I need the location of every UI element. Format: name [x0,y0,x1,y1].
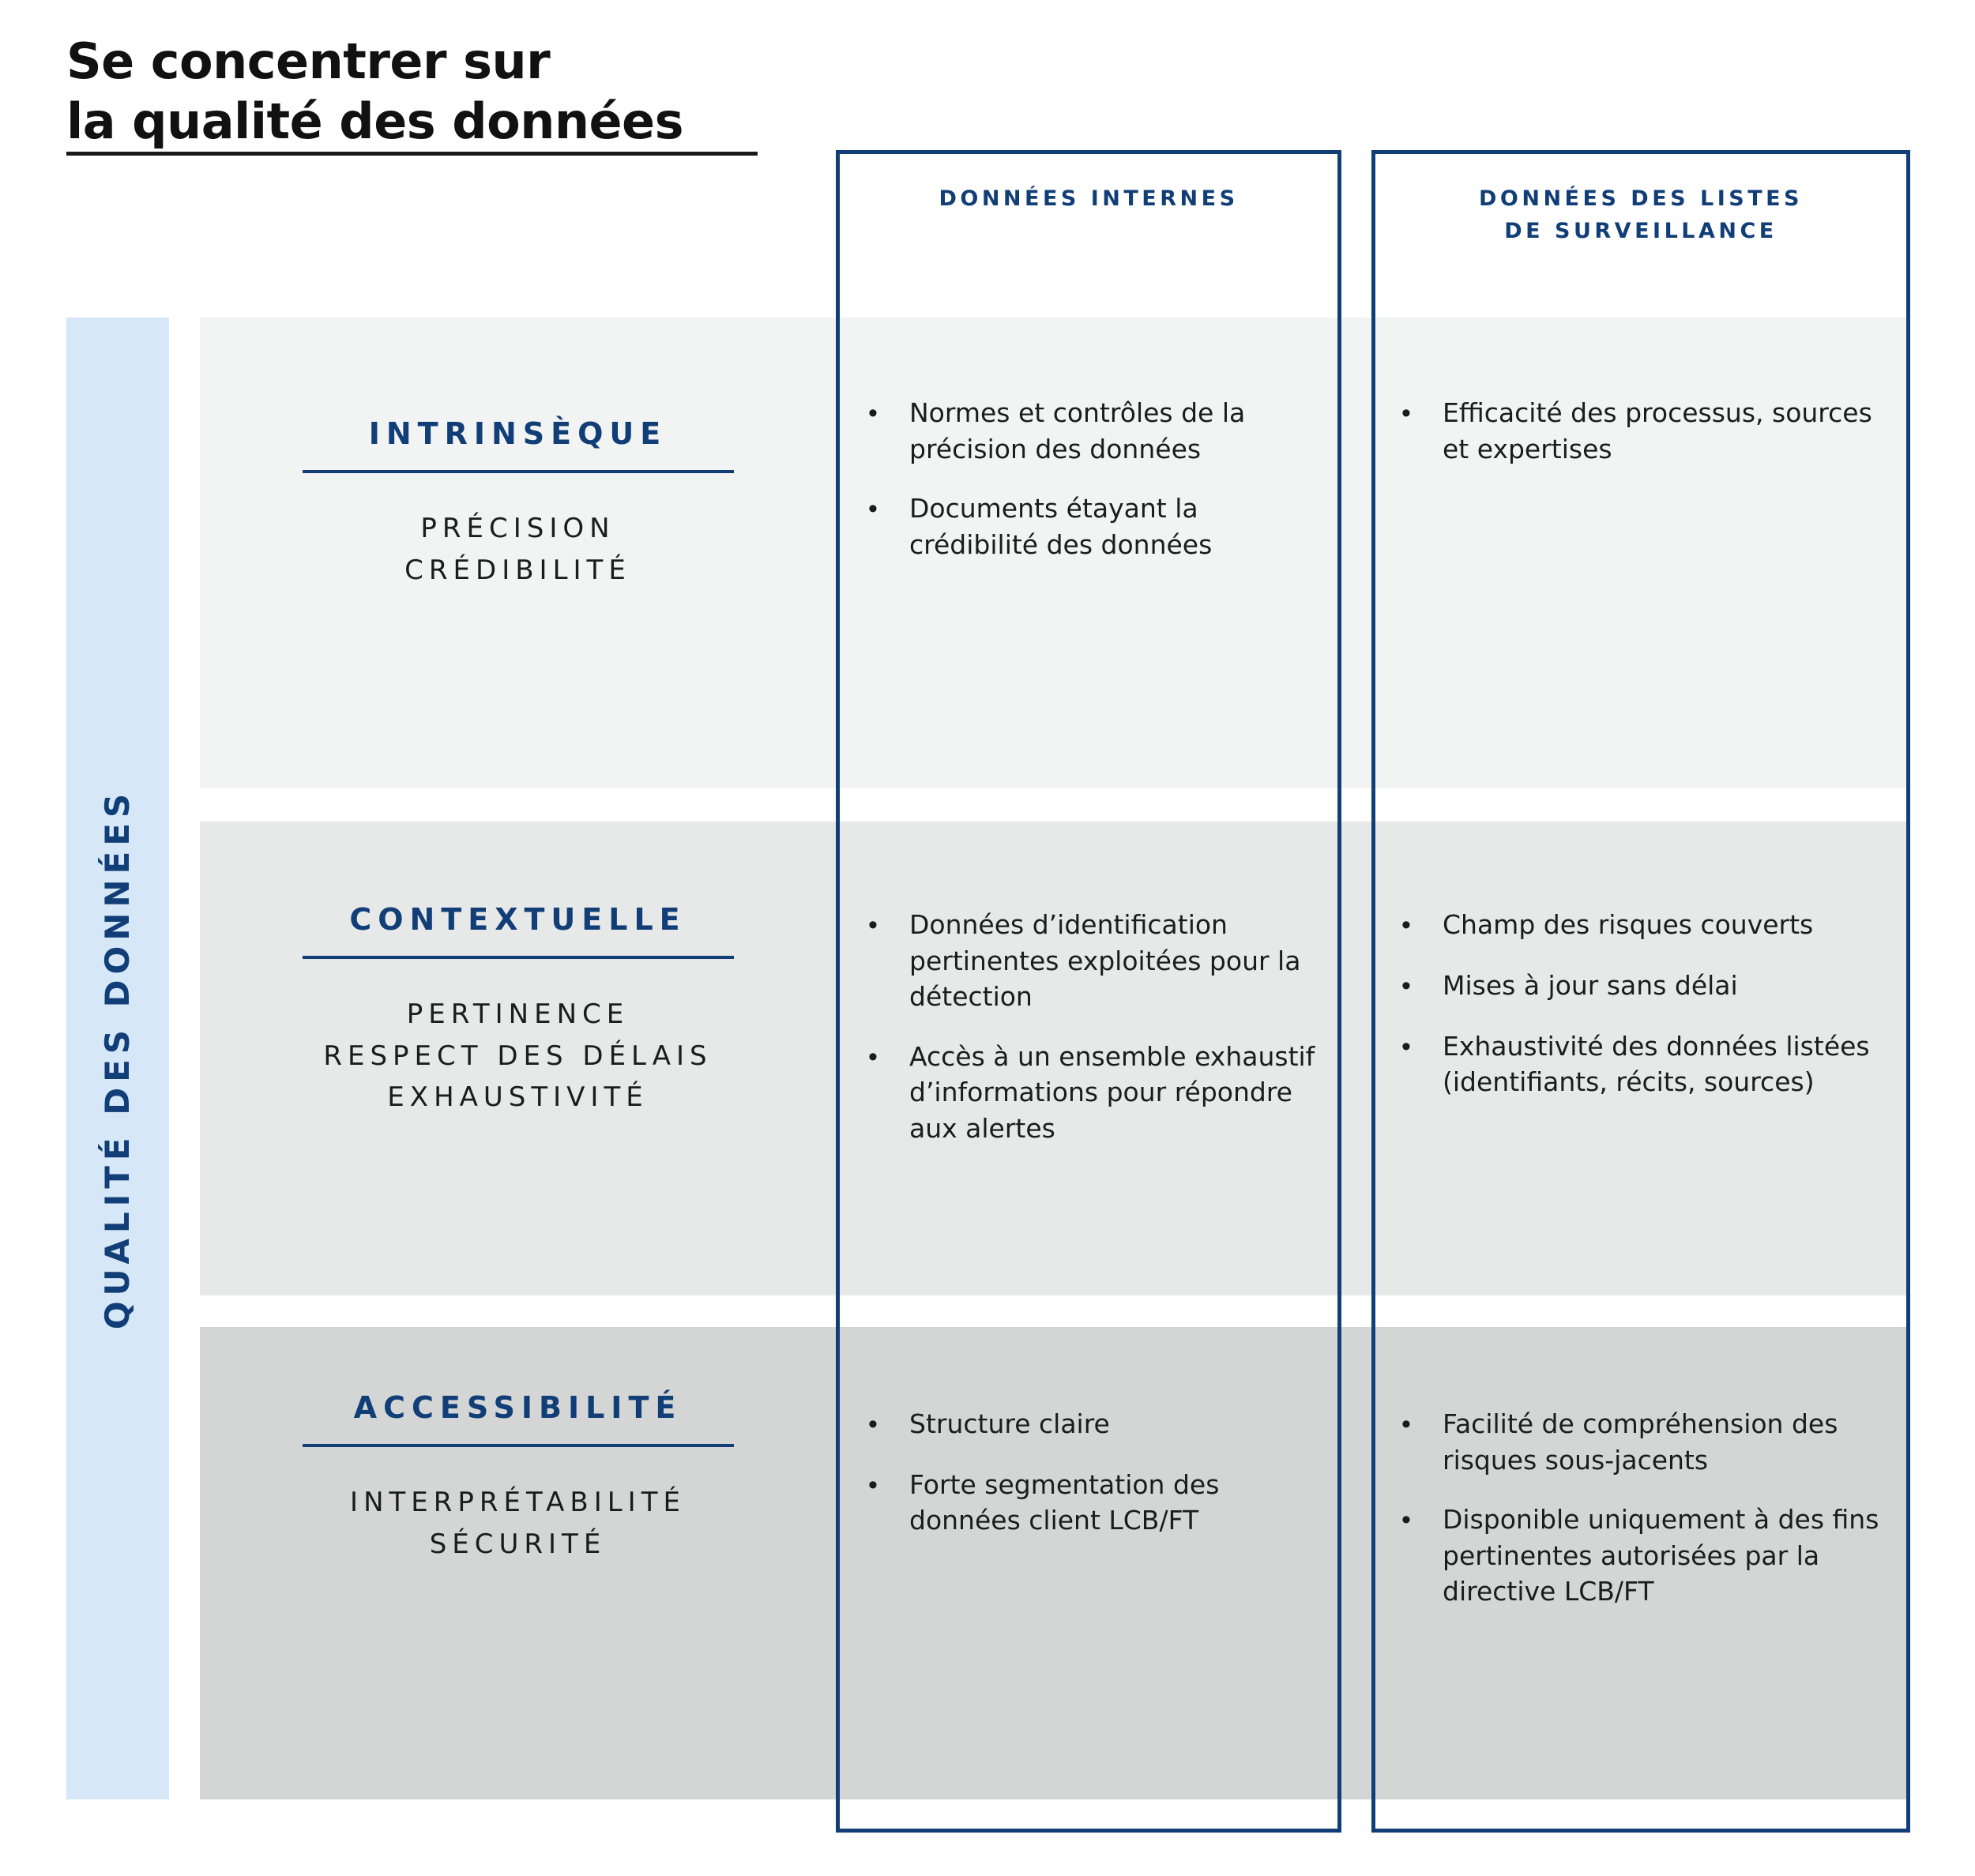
bullet-dot-icon: • [868,494,878,524]
dimension-cell-intrinseque: INTRINSÈQUE PRÉCISION CRÉDIBILITÉ [200,318,836,591]
dimension-attribute: SÉCURITÉ [429,1528,607,1560]
dimension-underline-contextuelle [302,956,734,959]
bullet-list-watchlist-intrinseque: • Efficacité des processus, sources et e… [1398,395,1888,467]
row-band-accessibilite [200,1327,1906,1799]
bullet-list-internal-contextuelle: • Données d’identification pertinentes e… [865,907,1323,1146]
dimension-attributes-contextuelle: PERTINENCE RESPECT DES DÉLAIS EXHAUSTIVI… [200,994,836,1118]
dimension-underline-accessibilite [302,1444,734,1447]
bullet-dot-icon: • [1401,1505,1411,1536]
list-item-text: Facilité de compréhension des risques so… [1443,1408,1838,1476]
bullet-dot-icon: • [1401,398,1411,428]
dimension-name-intrinseque: INTRINSÈQUE [368,416,668,451]
bullet-dot-icon: • [868,398,878,428]
list-item: • Forte segmentation des données client … [865,1467,1323,1539]
bullet-list-internal-accessibilite: • Structure claire • Forte segmentation … [865,1406,1323,1539]
list-item-text: Disponible uniquement à des fins pertine… [1443,1504,1879,1607]
list-item-text: Accès à un ensemble exhaustif d’informat… [909,1040,1315,1144]
row-band-contextuelle [200,821,1906,1295]
list-item: • Structure claire [865,1406,1323,1443]
list-item-text: Données d’identification pertinentes exp… [909,909,1301,1013]
dimension-attributes-intrinseque: PRÉCISION CRÉDIBILITÉ [200,508,836,591]
dimension-attributes-accessibilite: INTERPRÉTABILITÉ SÉCURITÉ [200,1482,836,1565]
list-item: • Facilité de compréhension des risques … [1398,1406,1888,1478]
title-underline-divider [66,152,758,156]
dimension-name-accessibilite: ACCESSIBILITÉ [353,1390,683,1425]
quality-spine-bar [66,318,169,1799]
list-item-text: Documents étayant la crédibilité des don… [909,493,1213,560]
dimension-attribute: EXHAUSTIVITÉ [387,1081,649,1114]
bullet-dot-icon: • [868,1469,878,1500]
column-header-watchlist-line-2: DE SURVEILLANCE [1504,218,1778,243]
dimension-name-contextuelle: CONTEXTUELLE [349,902,687,937]
bullet-dot-icon: • [1401,910,1411,940]
bullet-dot-icon: • [1401,1409,1411,1439]
list-item: • Normes et contrôles de la précision de… [865,395,1323,467]
list-item: • Exhaustivité des données listées (iden… [1398,1028,1888,1100]
bullet-list-internal-intrinseque: • Normes et contrôles de la précision de… [865,395,1323,562]
list-item: • Mises à jour sans délai [1398,968,1888,1005]
dimension-cell-accessibilite: ACCESSIBILITÉ INTERPRÉTABILITÉ SÉCURITÉ [200,1327,836,1565]
list-item: • Champ des risques couverts [1398,907,1888,944]
quality-spine-label: QUALITÉ DES DONNÉES [66,318,169,1799]
bullet-dot-icon: • [1401,1031,1411,1062]
page-title: Se concentrer sur la qualité des données [66,32,777,151]
list-item: • Accès à un ensemble exhaustif d’inform… [865,1039,1323,1147]
dimension-attribute: PRÉCISION [420,513,615,544]
column-header-internal-data-text: DONNÉES INTERNES [939,186,1239,211]
column-header-internal-data: DONNÉES INTERNES [836,183,1341,216]
bullet-dot-icon: • [868,910,878,940]
list-item: • Documents étayant la crédibilité des d… [865,491,1323,562]
list-item: • Données d’identification pertinentes e… [865,907,1323,1015]
dimension-attribute: INTERPRÉTABILITÉ [350,1487,686,1518]
column-header-watchlist-line-1: DONNÉES DES LISTES [1479,186,1803,211]
list-item-text: Exhaustivité des données listées (identi… [1443,1030,1870,1098]
bullet-list-watchlist-accessibilite: • Facilité de compréhension des risques … [1398,1406,1888,1610]
dimension-attribute: PERTINENCE [406,998,630,1030]
dimension-cell-contextuelle: CONTEXTUELLE PERTINENCE RESPECT DES DÉLA… [200,821,836,1118]
row-band-intrinseque [200,318,1906,788]
page-title-line-1: Se concentrer sur [66,32,551,90]
list-item: • Disponible uniquement à des fins perti… [1398,1502,1888,1610]
dimension-underline-intrinseque [302,470,734,473]
list-item-text: Champ des risques couverts [1443,909,1814,940]
page-title-line-2: la qualité des données [66,92,683,150]
bullet-dot-icon: • [868,1409,878,1439]
list-item-text: Mises à jour sans délai [1443,969,1738,1001]
bullet-dot-icon: • [868,1041,878,1072]
list-item: • Efficacité des processus, sources et e… [1398,395,1888,467]
bullet-dot-icon: • [1401,970,1411,1001]
dimension-attribute: CRÉDIBILITÉ [404,554,631,586]
column-header-watchlist-data: DONNÉES DES LISTES DE SURVEILLANCE [1371,183,1910,247]
dimension-attribute: RESPECT DES DÉLAIS [323,1040,713,1072]
list-item-text: Structure claire [909,1408,1110,1439]
quality-spine-label-text: QUALITÉ DES DONNÉES [98,788,137,1329]
list-item-text: Efficacité des processus, sources et exp… [1443,397,1872,464]
list-item-text: Normes et contrôles de la précision des … [909,397,1246,464]
bullet-list-watchlist-contextuelle: • Champ des risques couverts • Mises à j… [1398,907,1888,1100]
list-item-text: Forte segmentation des données client LC… [909,1468,1220,1536]
